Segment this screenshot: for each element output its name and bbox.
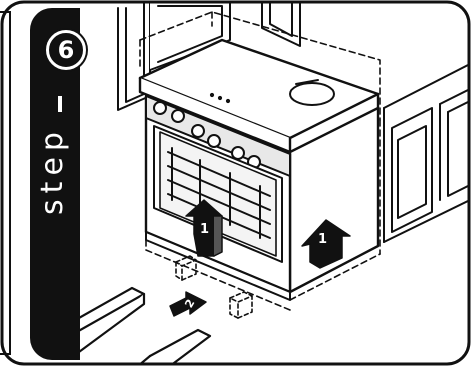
lift-arrow-side-label: 1 xyxy=(318,232,327,247)
step-label: step xyxy=(32,150,72,190)
step-number: 6 xyxy=(58,38,75,62)
lift-arrow-front-label: 1 xyxy=(200,222,209,237)
range xyxy=(140,40,378,300)
step-word: step xyxy=(35,126,70,215)
range-side-panel xyxy=(290,108,378,292)
step-badge: 6 xyxy=(46,30,86,70)
step-underline xyxy=(58,96,62,112)
wall-cabinet-right-back xyxy=(262,0,300,46)
anti-tip-bracket-right xyxy=(230,292,252,318)
base-cabinet-right xyxy=(384,64,470,242)
